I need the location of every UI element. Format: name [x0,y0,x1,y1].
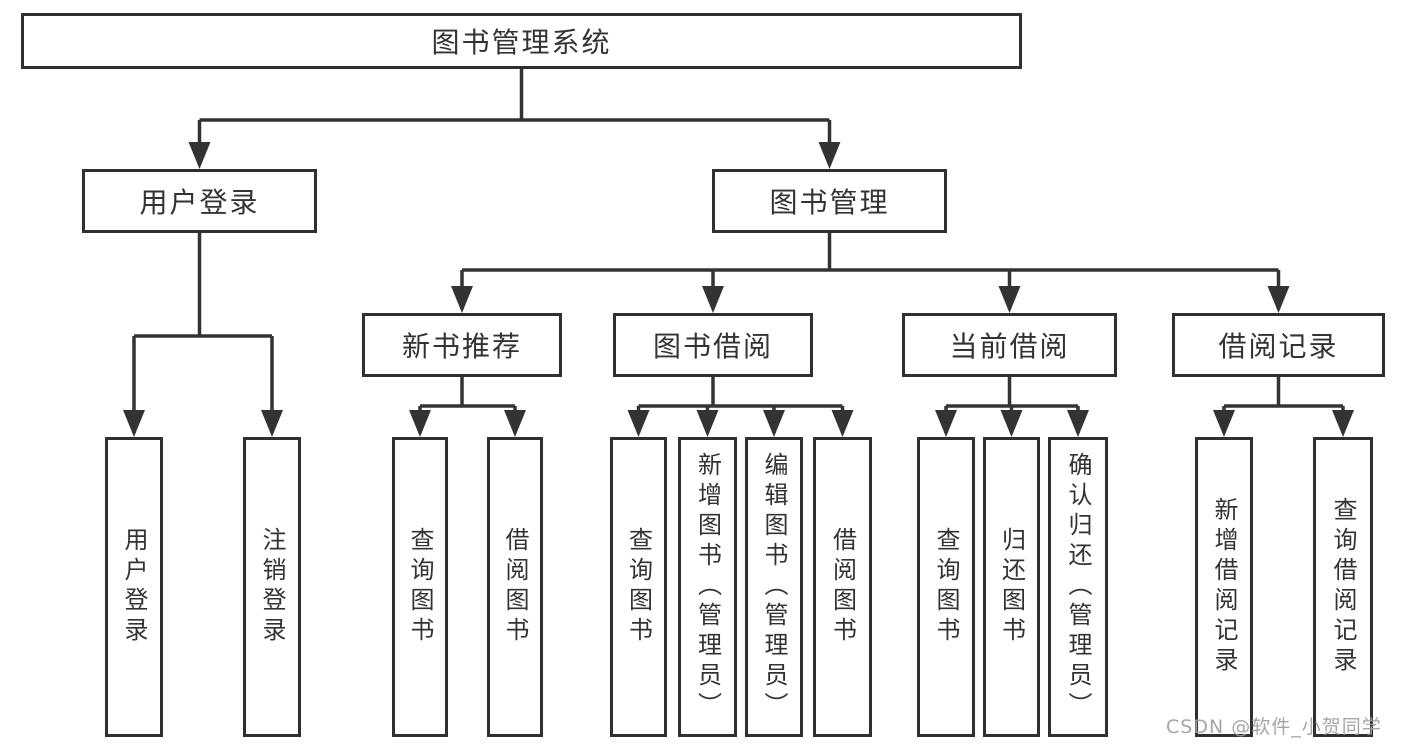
leaf-confirm-return-admin: 确认归还（管理员） [1048,437,1108,737]
node-label: 图书借阅 [652,330,773,363]
node-label: 确认归还（管理员） [1064,452,1092,722]
node-label: 编辑图书（管理员） [760,452,788,722]
node-label: 用户登录 [120,527,148,647]
node-label: 新书推荐 [401,330,522,363]
node-new-book-recommend: 新书推荐 [362,313,562,377]
connector-user-login-children [123,233,283,437]
connector-new-book-children [409,377,526,437]
csdn-watermark: CSDN @软件_小贺同学 [1166,716,1382,738]
connector-book-borrow-children [627,377,854,437]
leaf-query-books-recommend: 查询图书 [392,437,448,737]
leaf-logout: 注销登录 [243,437,301,737]
leaf-query-borrow-record: 查询借阅记录 [1313,437,1373,737]
leaf-add-books-admin: 新增图书（管理员） [678,437,737,737]
node-label: 图书管理 [769,186,890,219]
connector-current-borrow-children [935,377,1089,437]
connector-borrow-records-children [1213,377,1354,437]
node-label: 新增图书（管理员） [693,452,722,722]
leaf-query-books-current: 查询图书 [917,437,975,737]
node-label: 借阅记录 [1218,330,1339,363]
leaf-borrow-books-recommend: 借阅图书 [487,437,543,737]
node-label: 查询图书 [406,527,434,647]
node-label: 当前借阅 [949,330,1070,363]
connector-root-to-level2 [188,69,841,169]
node-label: 新增借阅记录 [1210,497,1238,677]
leaf-add-borrow-record: 新增借阅记录 [1195,437,1253,737]
leaf-borrow-books: 借阅图书 [813,437,872,737]
node-book-borrow: 图书借阅 [613,313,813,377]
node-book-management: 图书管理 [712,169,947,233]
leaf-edit-books-admin: 编辑图书（管理员） [745,437,803,737]
node-label: 借阅图书 [828,527,857,647]
node-label: 查询借阅记录 [1329,497,1357,677]
node-label: 注销登录 [258,527,286,647]
leaf-user-login: 用户登录 [105,437,163,737]
node-borrow-records: 借阅记录 [1172,313,1385,377]
connector-book-mgmt-children [451,233,1290,313]
node-label: 用户登录 [139,186,260,219]
node-label: 查询图书 [932,527,960,647]
node-label: 查询图书 [624,527,653,647]
node-current-borrow: 当前借阅 [902,313,1117,377]
node-label: 图书管理系统 [431,26,612,59]
node-user-login: 用户登录 [82,169,317,233]
leaf-return-books: 归还图书 [983,437,1040,737]
node-label: 借阅图书 [501,527,529,647]
leaf-query-books-borrow: 查询图书 [610,437,667,737]
node-label: 归还图书 [997,527,1026,647]
node-library-management-system: 图书管理系统 [21,13,1022,69]
